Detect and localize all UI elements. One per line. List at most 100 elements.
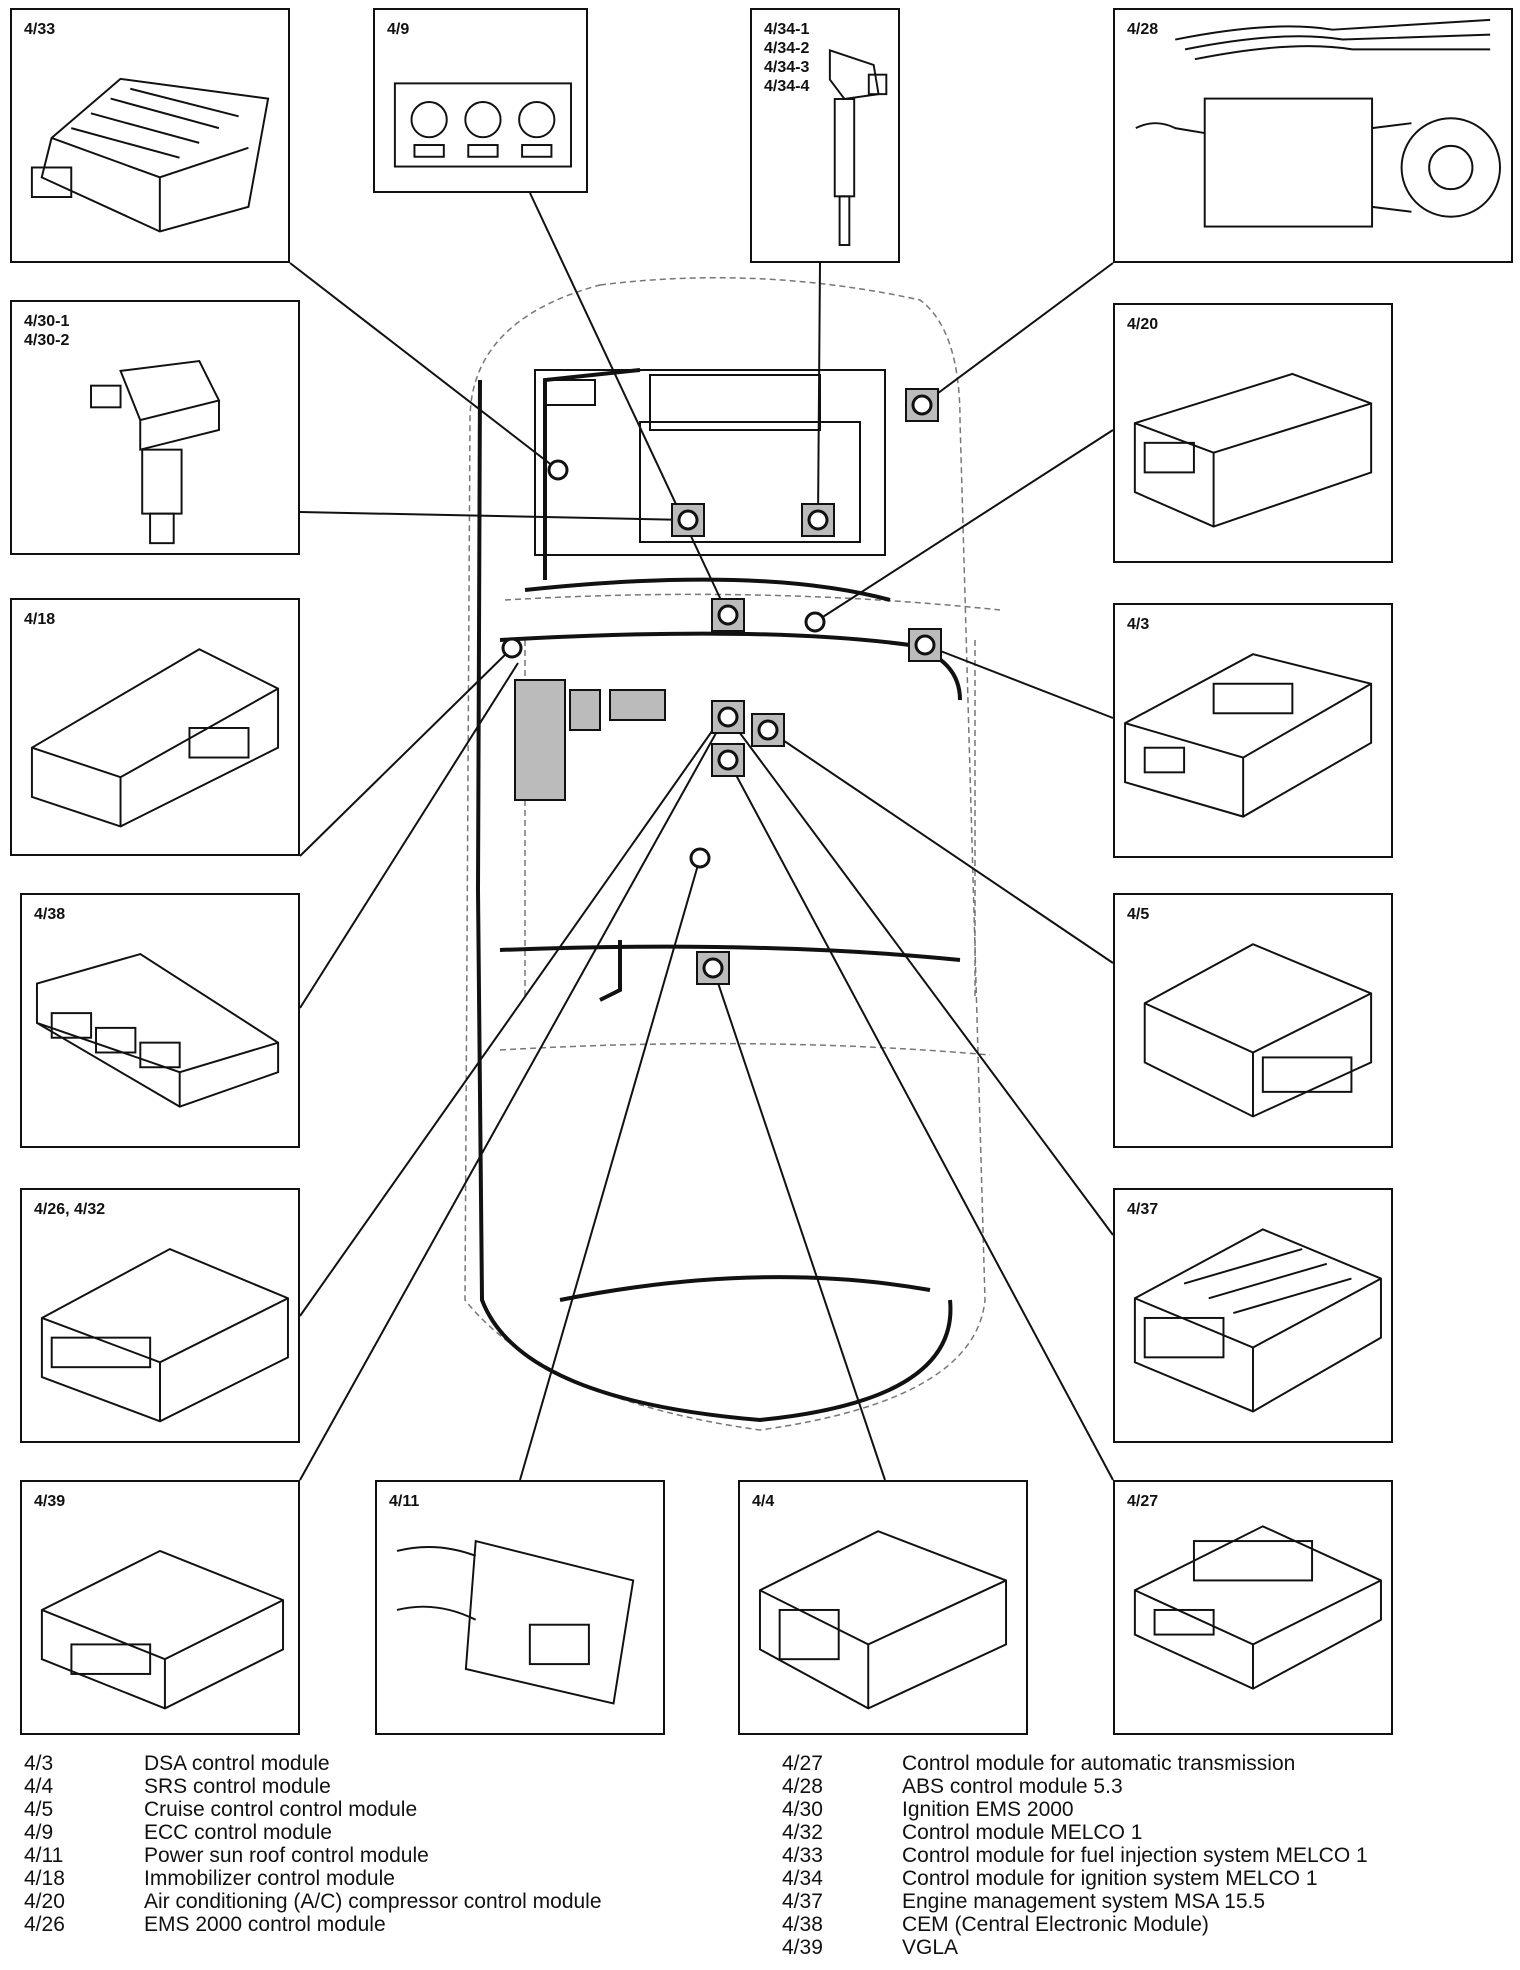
connector-marker [547,459,569,481]
ignition-coil-icon [828,48,888,246]
legend-code: 4/3 [24,1752,54,1775]
legend-row: 4/34 Control module for ignition system M… [782,1867,1368,1890]
legend-code: 4/30 [782,1798,823,1821]
engine-management-module-icon [1133,1228,1382,1413]
transmission-module-icon [1133,1525,1382,1690]
legend-code: 4/27 [782,1752,823,1775]
legend-description: Cruise control control module [144,1798,418,1821]
connector-marker [911,394,933,416]
srs-module-icon [758,1530,1008,1710]
leader-line [289,262,559,471]
legend-description: SRS control module [144,1775,331,1798]
legend-row: 4/30 Ignition EMS 2000 [782,1798,1368,1821]
connector-marker [807,509,829,531]
sunroof-module-icon [396,1539,635,1705]
legend-description: DSA control module [144,1752,330,1775]
leader-line [924,644,1114,719]
component-label: 4/28 [1127,21,1159,38]
component-label: 4/26, 4/32 [34,1201,106,1218]
legend-code: 4/28 [782,1775,823,1798]
legend-description: ABS control module 5.3 [902,1775,1123,1798]
leader-line [921,262,1114,406]
legend-description: Engine management system MSA 15.5 [902,1890,1266,1913]
climate-control-panel-icon [393,82,572,168]
legend-code: 4/38 [782,1913,823,1936]
connector-block [751,713,785,747]
cruise-module-icon [1143,943,1373,1118]
leader-line [727,716,1114,1236]
connector-marker [689,847,711,869]
legend-row: 4/38 CEM (Central Electronic Module) [782,1913,1368,1936]
legend-code: 4/18 [24,1867,65,1890]
component-box-4-37: 4/37 [1113,1188,1393,1443]
legend-row: 4/18 Immobilizer control module [24,1867,602,1890]
car-wiring-diagram [289,192,1114,1481]
legend-description: CEM (Central Electronic Module) [902,1913,1209,1936]
cem-module-icon [35,952,280,1108]
legend-description: Ignition EMS 2000 [902,1798,1074,1821]
legend-description: Immobilizer control module [144,1867,395,1890]
vgla-module-icon [40,1549,285,1710]
component-box-4-38: 4/38 [20,893,300,1148]
junction-blocks [514,679,666,801]
legend-description: EMS 2000 control module [144,1913,386,1936]
component-box-4-26-32: 4/26, 4/32 [20,1188,300,1443]
ems-module-icon [40,1247,289,1423]
legend-code: 4/11 [24,1844,64,1867]
component-box-4-39: 4/39 [20,1480,300,1735]
legend-description: Power sun roof control module [144,1844,429,1867]
connector-marker [717,749,739,771]
leader-line [299,716,723,1317]
component-label: 4/30-1 4/30-2 [24,313,70,349]
legend-code: 4/33 [782,1844,823,1867]
connector-marker [717,706,739,728]
component-label: 4/9 [387,21,410,38]
component-label: 4/38 [34,906,66,923]
leader-line [519,857,701,1481]
component-label: 4/33 [24,21,56,38]
component-label: 4/11 [389,1493,420,1510]
component-box-4-33: 4/33 [10,8,290,263]
legend-row: 4/27 Control module for automatic transmi… [782,1752,1368,1775]
component-box-4-5: 4/5 [1113,893,1393,1148]
legend-code: 4/32 [782,1821,823,1844]
connector-block [711,700,745,734]
legend-right: 4/27 Control module for automatic transmi… [782,1752,1368,1959]
legend-description: Control module for ignition system MELCO… [902,1867,1318,1890]
connector-marker [757,719,779,741]
immobilizer-module-icon [30,648,280,828]
ignition-coil-icon [90,359,221,545]
control-box-icon [1133,372,1373,528]
legend-row: 4/11 Power sun roof control module [24,1844,602,1867]
leader-line [817,262,821,521]
leader-line [712,967,886,1481]
abs-modulator-icon [1135,18,1502,228]
leader-line [767,729,1114,964]
component-label: 4/39 [34,1493,66,1510]
component-label: 4/5 [1127,906,1150,923]
legend-description: Control module for automatic transmissio… [902,1752,1296,1775]
component-label: 4/37 [1127,1201,1159,1218]
legend-row: 4/3 DSA control module [24,1752,602,1775]
component-label: 4/18 [24,611,56,628]
legend-code: 4/34 [782,1867,823,1890]
legend-code: 4/9 [24,1821,54,1844]
connector-markers [501,388,942,985]
legend-row: 4/28 ABS control module 5.3 [782,1775,1368,1798]
legend-description: Control module for fuel injection system… [902,1844,1368,1867]
leader-line [529,192,729,616]
component-box-4-3: 4/3 [1113,603,1393,858]
legend-code: 4/5 [24,1798,54,1821]
connector-marker [804,611,826,633]
leader-line [299,647,513,857]
component-label: 4/27 [1127,1493,1159,1510]
leader-line [299,716,726,1481]
component-label: 4/4 [752,1493,775,1510]
